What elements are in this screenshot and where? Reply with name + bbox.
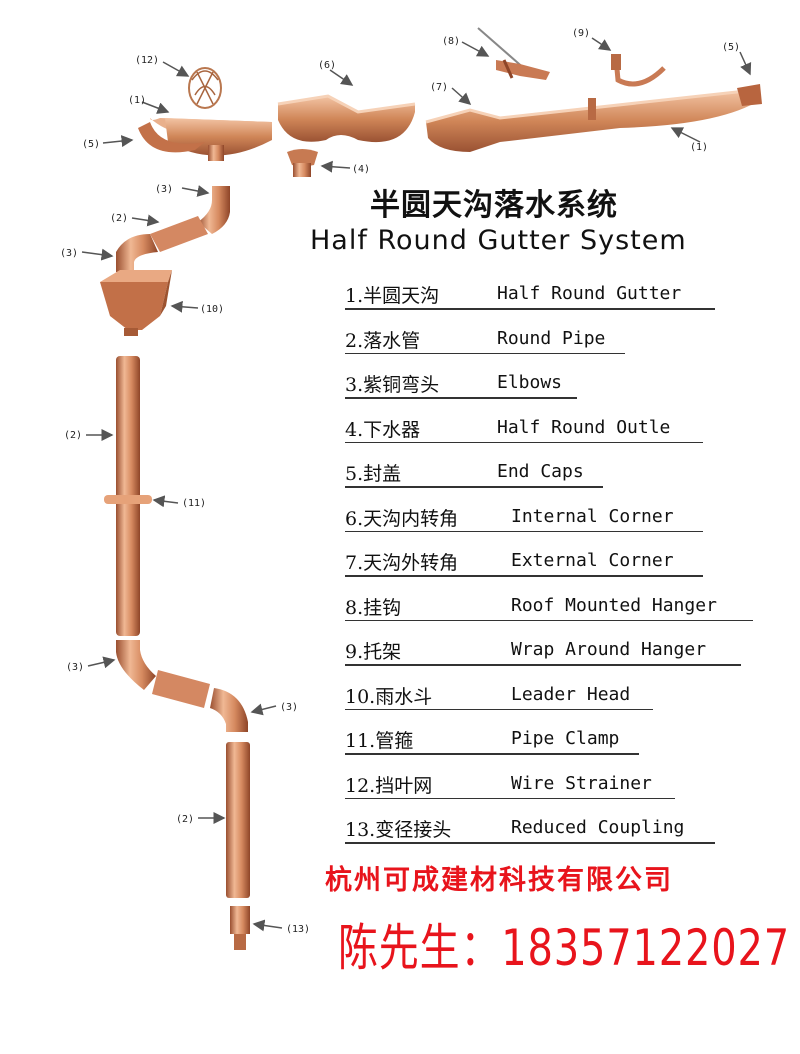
contact-phone: 陈先生：18357122027	[338, 919, 790, 977]
legend-row: 13.变径接头 Reduced Coupling	[345, 811, 765, 856]
callout-1-right: (1)	[690, 142, 708, 153]
legend-en: Leader Head	[511, 683, 631, 705]
downpipe-assembly	[100, 186, 250, 950]
legend-en: Reduced Coupling	[511, 817, 685, 838]
callout-2-lower: (2)	[176, 814, 194, 825]
roof-mounted-hanger	[477, 27, 550, 80]
legend-en: Half Round Gutter	[497, 283, 682, 304]
legend-underline	[345, 753, 639, 755]
legend-cn: 7.天沟外转角	[345, 552, 459, 574]
legend-underline	[345, 397, 577, 399]
legend-underline	[345, 486, 603, 488]
legend-cn: 5.封盖	[345, 463, 402, 485]
callout-1: (1)	[128, 95, 146, 106]
legend-underline	[345, 575, 703, 577]
half-round-gutter-left	[138, 118, 272, 161]
half-round-outlet	[287, 149, 318, 177]
legend-cn: 4.下水器	[345, 418, 421, 441]
legend-underline	[345, 664, 741, 666]
callout-3-lower: (3)	[66, 662, 84, 673]
legend-cn: 12.挡叶网	[345, 774, 433, 797]
callout-8: (8)	[442, 36, 460, 47]
callout-2-long: (2)	[64, 430, 82, 441]
legend-underline	[345, 530, 703, 532]
title-english: Half Round Gutter System	[310, 225, 687, 256]
legend-row: 6.天沟内转角 Internal Corner	[345, 500, 765, 545]
callout-9: (9)	[572, 28, 590, 39]
callout-13: (13)	[286, 924, 310, 935]
wire-strainer	[188, 67, 222, 109]
legend-cn: 2.落水管	[345, 329, 421, 352]
legend-row: 2.落水管 Round Pipe	[345, 322, 765, 367]
legend-cn: 11.管箍	[345, 730, 414, 752]
callout-4: (4)	[352, 164, 370, 175]
internal-corner	[277, 94, 416, 143]
legend-row: 8.挂钩 Roof Mounted Hanger	[345, 589, 765, 634]
legend-row: 10.雨水斗 Leader Head	[345, 678, 765, 723]
wrap-around-hanger	[611, 54, 666, 87]
callout-5-right: (5)	[722, 42, 740, 53]
legend-row: 11.管箍 Pipe Clamp	[345, 722, 765, 767]
legend-en: Wrap Around Hanger	[511, 639, 707, 660]
legend-row: 7.天沟外转角 External Corner	[345, 544, 765, 589]
legend-row: 9.托架 Wrap Around Hanger	[345, 633, 765, 678]
callout-5: (5)	[82, 139, 100, 150]
legend-underline	[345, 708, 653, 710]
legend-row: 5.封盖 End Caps	[345, 455, 765, 500]
legend-row: 4.下水器 Half Round Outle	[345, 411, 765, 456]
legend-en: Wire Strainer	[511, 772, 652, 794]
legend-underline	[345, 441, 703, 443]
legend-en: End Caps	[497, 461, 584, 482]
legend-en: Internal Corner	[511, 505, 674, 527]
pipe-callout-arrows	[81, 185, 283, 932]
callout-3-right: (3)	[280, 702, 298, 713]
callout-3-top: (3)	[155, 184, 173, 195]
legend-cn: 6.天沟内转角	[345, 507, 459, 530]
callout-12: (12)	[135, 55, 159, 66]
legend-en: Pipe Clamp	[511, 728, 620, 749]
callout-11: (11)	[182, 498, 206, 509]
legend-underline	[345, 797, 675, 799]
callout-2-top: (2)	[110, 213, 128, 224]
legend-underline	[345, 842, 715, 844]
legend-row: 12.挡叶网 Wire Strainer	[345, 767, 765, 812]
legend-en: Half Round Outle	[497, 416, 671, 438]
callout-6: (6)	[318, 60, 336, 71]
callout-7: (7)	[430, 82, 448, 93]
legend-en: Elbows	[497, 372, 563, 393]
legend-underline	[345, 308, 715, 310]
legend-en: External Corner	[511, 550, 674, 571]
legend-cn: 1.半圆天沟	[345, 285, 440, 307]
legend-row: 3.紫铜弯头 Elbows	[345, 366, 765, 411]
legend-underline	[345, 619, 753, 621]
legend-cn: 8.挂钩	[345, 596, 402, 619]
legend-row: 1.半圆天沟 Half Round Gutter	[345, 277, 765, 322]
legend-cn: 10.雨水斗	[345, 685, 433, 708]
half-round-gutter-right	[425, 84, 762, 152]
legend-en: Round Pipe	[497, 327, 606, 349]
legend-underline	[345, 352, 625, 354]
legend-cn: 9.托架	[345, 641, 402, 663]
callout-10: (10)	[200, 304, 224, 315]
legend-en: Roof Mounted Hanger	[511, 594, 717, 616]
callout-3-upper: (3)	[60, 248, 78, 259]
title-chinese: 半圆天沟落水系统	[370, 188, 618, 223]
legend-cn: 3.紫铜弯头	[345, 374, 440, 396]
legend-cn: 13.变径接头	[345, 819, 452, 841]
company-name: 杭州可成建材科技有限公司	[325, 865, 673, 896]
